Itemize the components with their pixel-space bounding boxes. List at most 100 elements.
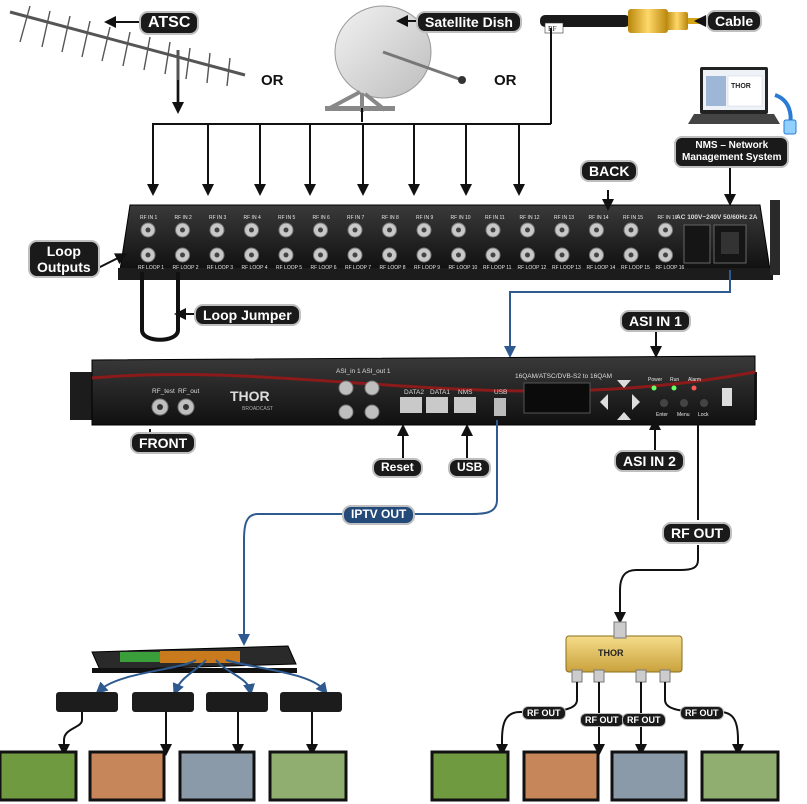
receiver-to-tv-links <box>58 712 318 756</box>
rf-in-label-11: RF IN 11 <box>485 215 505 221</box>
rf-in-label-14: RF IN 14 <box>589 215 609 221</box>
loop-outputs-line1: Loop <box>46 243 81 259</box>
or-label-1: OR <box>261 72 284 89</box>
connector-pin <box>559 252 565 258</box>
rf-loop-label-14: RF LOOP 14 <box>587 265 616 271</box>
rf-in-label-2: RF IN 2 <box>175 215 192 221</box>
connector-pin <box>421 252 427 258</box>
connector-pin <box>663 227 668 233</box>
power-spec-label: AC 100V~240V 50/60Hz 2A <box>676 214 758 221</box>
data1-label: DATA1 <box>430 389 450 396</box>
usb-label: USB <box>448 458 492 478</box>
rf-loop-label-15: RF LOOP 15 <box>621 265 650 271</box>
rf-loop-label-1: RF LOOP 1 <box>138 265 164 271</box>
rf-cable-tag: RF <box>548 25 557 33</box>
model-label: 16QAM/ATSC/DVB-S2 to 16QAM <box>515 373 612 380</box>
splitter-brand: THOR <box>598 648 624 658</box>
loop-outputs-line2: Outputs <box>37 259 91 276</box>
connector-pin <box>525 227 530 233</box>
rf-loop-label-13: RF LOOP 13 <box>552 265 581 271</box>
rf-test-label: RF_test <box>152 388 175 395</box>
rf-in-label-15: RF IN 15 <box>623 215 643 221</box>
nms-port-label: NMS <box>458 389 473 396</box>
asi-in-1-port-label: ASI_in 1 <box>336 368 361 375</box>
rf-in-label-16: RF IN 16 <box>658 215 678 221</box>
rf-loop-label-16: RF LOOP 16 <box>656 265 685 271</box>
connector-pin <box>180 252 185 258</box>
connector-pin <box>214 252 220 258</box>
connector-pin <box>249 252 254 258</box>
rf-in-label-9: RF IN 9 <box>416 215 433 221</box>
connector-pin <box>628 252 634 258</box>
loop-outputs-label: Loop Outputs <box>28 240 100 279</box>
rf-out-small-label-2: RF OUT <box>580 713 624 728</box>
connector-pin <box>594 227 599 233</box>
atsc-label: ATSC <box>139 11 200 36</box>
rf-loop-label-4: RF LOOP 4 <box>242 265 268 271</box>
rf-loop-label-5: RF LOOP 5 <box>276 265 302 271</box>
lock-button-label: Lock <box>698 412 709 418</box>
f-connectors <box>140 222 673 263</box>
rf-out-label: RF_out <box>178 388 200 395</box>
loop-jumper-cable <box>140 272 180 342</box>
rf-in-label-4: RF IN 4 <box>244 215 261 221</box>
alarm-led-label: Alarm <box>688 377 701 383</box>
rf-in-label-6: RF IN 6 <box>313 215 330 221</box>
nms-label-line2: Management System <box>682 152 782 163</box>
connector-pin <box>249 227 254 233</box>
tv-screens-right <box>430 750 780 802</box>
connector-pin <box>456 227 461 233</box>
connector-pin <box>525 252 530 258</box>
rf-in-label-1: RF IN 1 <box>140 215 157 221</box>
rf-loop-label-10: RF LOOP 10 <box>449 265 478 271</box>
nms-laptop-icon: THOR <box>688 67 780 124</box>
rf-loop-label-12: RF LOOP 12 <box>518 265 547 271</box>
rf-in-label-12: RF IN 12 <box>520 215 540 221</box>
rf-in-label-13: RF IN 13 <box>554 215 574 221</box>
connector-pin <box>456 252 461 258</box>
rf-in-label-10: RF IN 10 <box>451 215 471 221</box>
rf-loop-label-2: RF LOOP 2 <box>173 265 199 271</box>
rf-out-label: RF OUT <box>662 522 733 545</box>
asi-out-1-port-label: ASI_out 1 <box>362 368 391 375</box>
power-led-label: Power <box>648 377 663 383</box>
connector-pin <box>594 252 599 258</box>
iptv-receivers <box>56 692 342 712</box>
input-feed-lines <box>147 28 552 196</box>
connector-pin <box>318 252 323 258</box>
rf-out-small-label-4: RF OUT <box>680 706 724 721</box>
enter-button-label: Enter <box>656 412 668 418</box>
rf-loop-label-9: RF LOOP 9 <box>414 265 440 271</box>
front-panel: RF_test RF_out THOR BROADCAST ASI_in 1 A… <box>70 355 757 426</box>
cable-label: Cable <box>706 10 763 33</box>
rf-loop-label-7: RF LOOP 7 <box>345 265 371 271</box>
satellite-dish-label: Satellite Dish <box>416 11 522 34</box>
connector-pin <box>214 227 220 233</box>
ethernet-cable-icon <box>774 93 797 135</box>
connector-pin <box>352 227 358 233</box>
connector-pin <box>145 227 151 233</box>
connector-pin <box>180 227 185 233</box>
satellite-dish-icon <box>325 5 466 112</box>
asi-in-2-label: ASI IN 2 <box>614 450 685 473</box>
connector-pin <box>145 252 151 258</box>
switch-to-receiver-links <box>95 659 328 696</box>
rf-out-small-label-3: RF OUT <box>622 713 666 728</box>
connector-pin <box>283 252 289 258</box>
run-led-label: Run <box>670 377 679 383</box>
nms-label: NMS – Network Management System <box>674 136 790 168</box>
or-label-2: OR <box>494 72 517 89</box>
rf-out-small-label-1: RF OUT <box>522 706 566 721</box>
connector-pin <box>628 227 634 233</box>
nms-label-line1: NMS – Network <box>695 140 769 151</box>
connector-pin <box>318 227 323 233</box>
rf-in-label-3: RF IN 3 <box>209 215 226 221</box>
loop-jumper-label: Loop Jumper <box>194 304 301 327</box>
front-label: FRONT <box>130 432 197 455</box>
rf-in-label-8: RF IN 8 <box>382 215 399 221</box>
back-label: BACK <box>580 160 639 183</box>
